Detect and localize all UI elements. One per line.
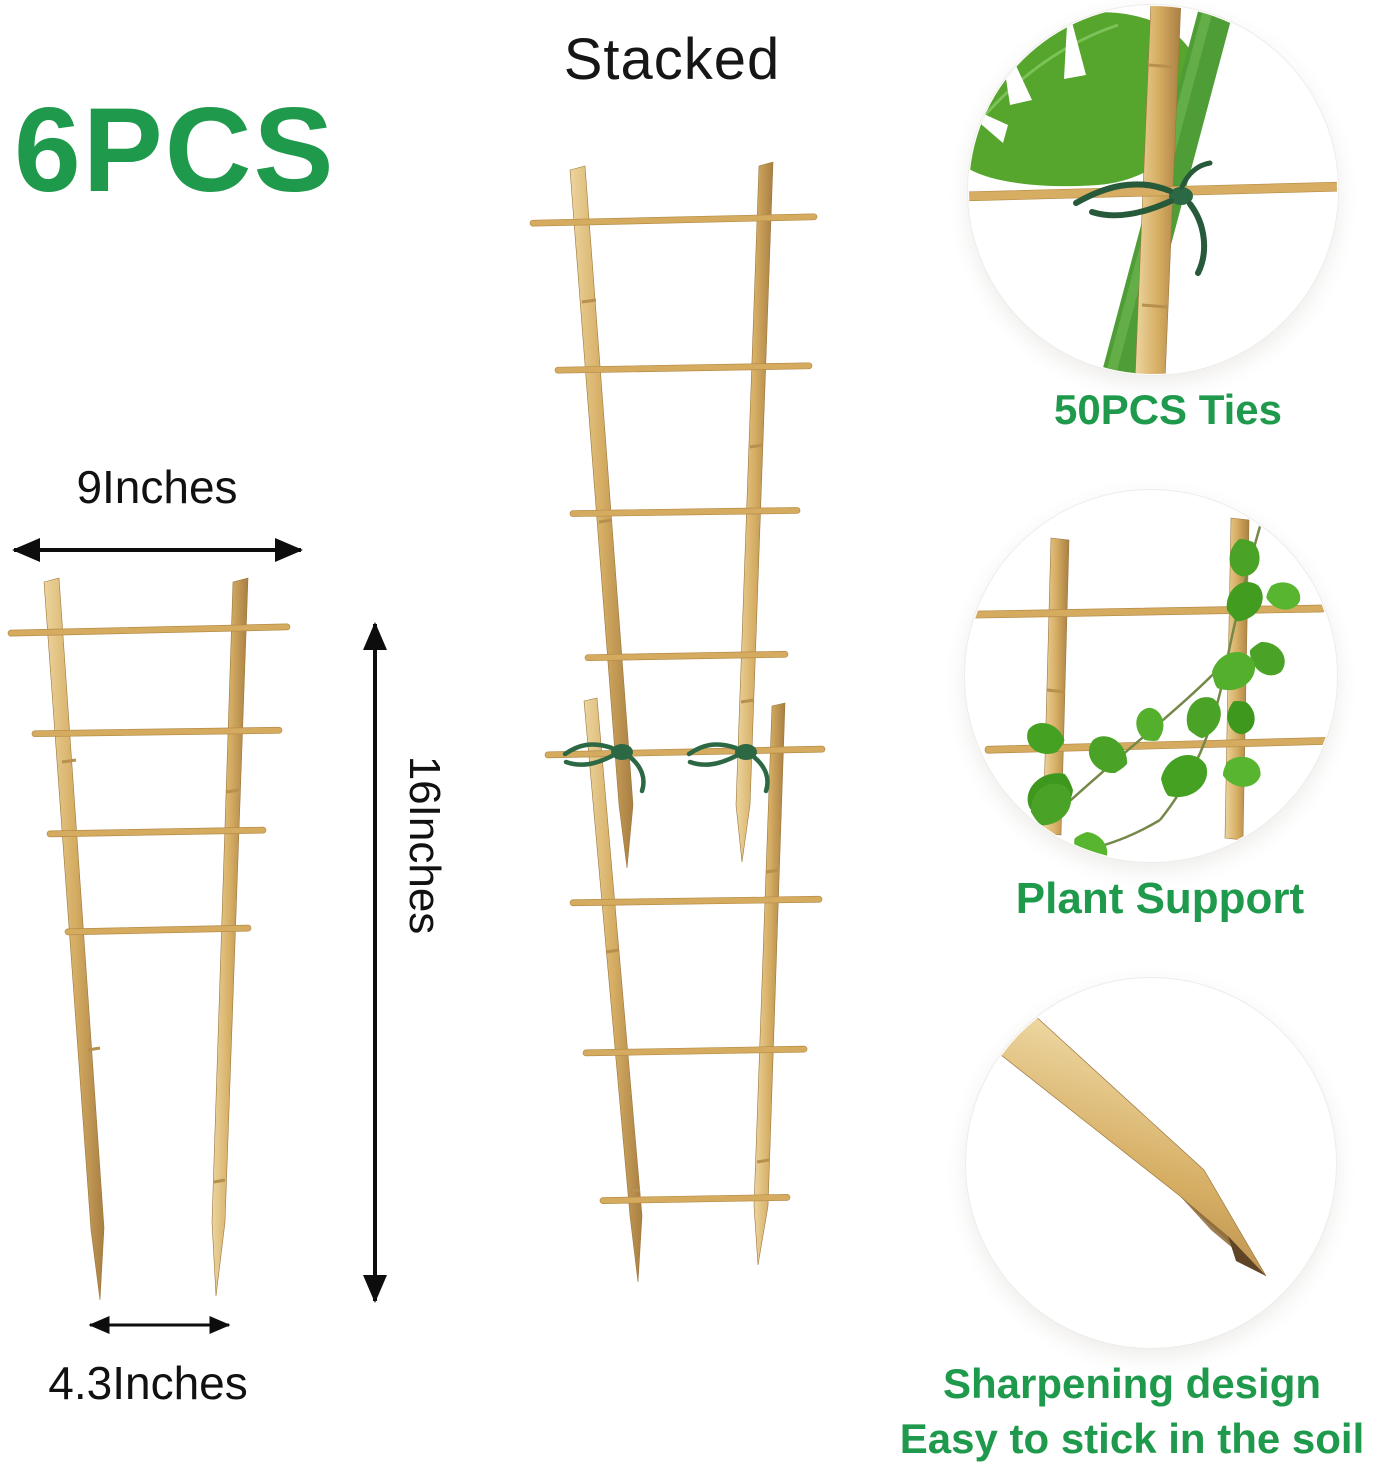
single-trellis-left-stake [43,577,105,1301]
dimension-arrows [12,538,387,1334]
quantity-headline: 6PCS [14,83,336,217]
green-twist-ties [562,742,770,794]
sharpened-tip-photo [967,979,1335,1347]
stacked-trellis-crossbars [529,213,826,1204]
single-trellis-illustration [7,577,291,1301]
twist-tie [1073,160,1213,276]
ties-callout-label: 50PCS Ties [1053,386,1283,433]
single-trellis-right-stake [211,577,249,1297]
single-trellis-crossbars [7,623,291,936]
tip-dark-edge [1228,1236,1266,1276]
ties-closeup-circle [967,4,1339,376]
plant-support-photo [966,491,1336,861]
top-width-dimension-label: 9Inches [76,461,238,513]
sharpening-callout-line2: Easy to stick in the soil [899,1415,1365,1463]
plant-support-circle [964,489,1338,863]
stacked-title: Stacked [563,27,781,92]
ties-closeup-photo [969,6,1337,374]
upper-trellis-left-stake [569,165,634,869]
sharpening-callout: Sharpening design Easy to stick in the s… [900,1356,1364,1467]
sharpening-circle [965,977,1337,1349]
plant-support-callout-label: Plant Support [1015,874,1305,923]
sharpened-stake [981,1001,1267,1277]
sharpening-callout-line1: Sharpening design [942,1360,1322,1407]
lower-trellis-right-stake [753,702,786,1266]
height-dimension-label: 16Inches [400,755,449,935]
lower-trellis-left-stake [583,697,643,1283]
bottom-width-dimension-label: 4.3Inches [48,1357,248,1409]
stacked-trellis-illustration [529,161,826,1283]
